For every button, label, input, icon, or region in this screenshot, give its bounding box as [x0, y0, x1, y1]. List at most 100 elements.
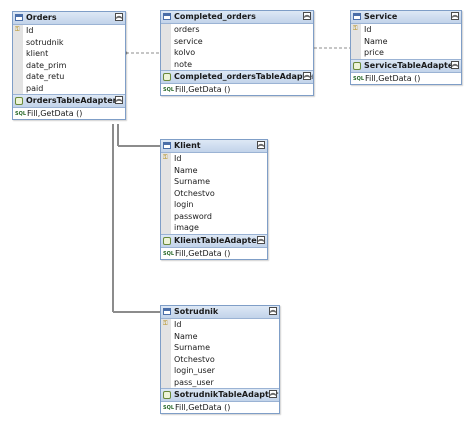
orders-adapter-header[interactable]: OrdersTableAdapter ︽	[13, 94, 125, 108]
column-name: price	[364, 48, 384, 57]
column-name: paid	[26, 83, 44, 93]
sql-method-icon: SQL	[163, 250, 175, 257]
sql-method-icon: SQL	[15, 111, 27, 117]
column-row[interactable]: Surname	[171, 176, 267, 188]
completed-orders-adapter-header[interactable]: Completed_ordersTableAdapter ︽	[161, 70, 313, 84]
column-name: Surname	[174, 343, 210, 352]
table-icon	[163, 13, 171, 20]
column-row[interactable]: ⚿Id	[163, 153, 267, 165]
service-adapter-header[interactable]: ServiceTableAdapter ︽	[351, 58, 461, 73]
completed-orders-columns: orders service kolvo note	[161, 24, 313, 70]
column-row[interactable]: password	[171, 211, 267, 223]
collapse-chevron-icon[interactable]: ︽	[257, 235, 265, 244]
orders-table-title: Orders	[26, 13, 57, 22]
collapse-chevron-icon[interactable]: ︽	[303, 72, 311, 80]
column-row[interactable]: ⚿Id	[15, 25, 125, 37]
column-row[interactable]: login	[171, 199, 267, 211]
column-name: login_user	[174, 366, 215, 375]
column-row[interactable]: date_retu	[23, 71, 125, 83]
column-name: Name	[174, 165, 198, 175]
sotrudnik-table-title: Sotrudnik	[174, 307, 219, 316]
column-row[interactable]: Name	[361, 36, 461, 48]
column-name: Id	[364, 25, 372, 34]
column-row[interactable]: ⚿Id	[353, 24, 461, 36]
column-name: Otchestvo	[174, 354, 215, 364]
column-row[interactable]: Surname	[171, 342, 279, 354]
completed-orders-table[interactable]: Completed_orders ︽ orders service kolvo …	[160, 10, 314, 96]
column-name: sotrudnik	[26, 37, 64, 47]
method-label: Fill,GetData ()	[175, 403, 231, 412]
table-icon	[15, 14, 23, 21]
service-columns: ⚿Id Name price	[351, 24, 461, 59]
column-name: kolvo	[174, 48, 196, 57]
column-row[interactable]: note	[171, 59, 313, 71]
column-row[interactable]: klient	[23, 48, 125, 60]
service-table-title: Service	[364, 12, 398, 21]
orders-adapter-title: OrdersTableAdapter	[26, 96, 117, 105]
service-table-header[interactable]: Service ︽	[351, 11, 461, 24]
table-adapter-icon	[163, 73, 171, 81]
klient-table[interactable]: Klient ︽ ⚿Id Name Surname Otchestvo logi…	[160, 139, 268, 260]
sotrudnik-table-header[interactable]: Sotrudnik ︽	[161, 306, 279, 319]
column-name: Name	[174, 331, 198, 341]
collapse-chevron-icon[interactable]: ︽	[303, 12, 311, 20]
column-row[interactable]: Otchestvo	[171, 188, 267, 200]
collapse-chevron-icon[interactable]: ︽	[115, 96, 123, 104]
column-name: date_retu	[26, 72, 65, 81]
completed-orders-table-title: Completed_orders	[174, 12, 256, 21]
klient-adapter-method[interactable]: SQL Fill,GetData ()	[161, 248, 267, 259]
klient-table-header[interactable]: Klient ︽	[161, 140, 267, 153]
completed-orders-adapter-title: Completed_ordersTableAdapter	[174, 72, 313, 81]
sotrudnik-adapter-method[interactable]: SQL Fill,GetData ()	[161, 402, 279, 413]
table-adapter-icon	[163, 236, 171, 245]
method-label: Fill,GetData ()	[365, 73, 421, 83]
column-row[interactable]: image	[171, 222, 267, 234]
column-name: image	[174, 223, 199, 232]
sql-method-icon: SQL	[163, 405, 175, 411]
method-label: Fill,GetData ()	[27, 109, 83, 118]
klient-columns: ⚿Id Name Surname Otchestvo login passwor…	[161, 153, 267, 234]
klient-adapter-header[interactable]: KlientTableAdapter ︽	[161, 233, 267, 248]
collapse-chevron-icon[interactable]: ︽	[257, 141, 265, 149]
collapse-chevron-icon[interactable]: ︽	[269, 307, 277, 315]
column-row[interactable]: ⚿Id	[163, 319, 279, 331]
column-row[interactable]: Name	[171, 165, 267, 177]
table-adapter-icon	[353, 61, 361, 70]
column-row[interactable]: price	[361, 47, 461, 59]
orders-table-header[interactable]: Orders ︽	[13, 12, 125, 25]
column-row[interactable]: service	[171, 36, 313, 48]
column-row[interactable]: Otchestvo	[171, 354, 279, 366]
table-icon	[163, 308, 171, 315]
column-name: date_prim	[26, 60, 67, 70]
column-row[interactable]: kolvo	[171, 47, 313, 59]
column-row[interactable]: login_user	[171, 365, 279, 377]
klient-adapter-title: KlientTableAdapter	[174, 235, 261, 245]
collapse-chevron-icon[interactable]: ︽	[115, 13, 123, 21]
sotrudnik-adapter-header[interactable]: SotrudnikTableAdapter ︽	[161, 388, 279, 402]
column-row[interactable]: date_prim	[23, 60, 125, 72]
service-table[interactable]: Service ︽ ⚿Id Name price ServiceTableAda…	[350, 10, 462, 85]
column-name: Surname	[174, 177, 210, 186]
column-name: password	[174, 211, 212, 221]
collapse-chevron-icon[interactable]: ︽	[269, 390, 277, 398]
orders-table[interactable]: Orders ︽ ⚿Id sotrudnik klient date_prim …	[12, 11, 126, 120]
completed-orders-table-header[interactable]: Completed_orders ︽	[161, 11, 313, 24]
service-adapter-method[interactable]: SQL Fill,GetData ()	[351, 73, 461, 84]
method-label: Fill,GetData ()	[175, 248, 231, 258]
sotrudnik-table[interactable]: Sotrudnik ︽ ⚿Id Name Surname Otchestvo l…	[160, 305, 280, 414]
column-name: klient	[26, 49, 49, 58]
column-name: pass_user	[174, 377, 214, 387]
orders-adapter-method[interactable]: SQL Fill,GetData ()	[13, 108, 125, 119]
column-row[interactable]: Name	[171, 331, 279, 343]
completed-orders-adapter-method[interactable]: SQL Fill,GetData ()	[161, 84, 313, 95]
method-label: Fill,GetData ()	[175, 85, 231, 94]
column-row[interactable]: pass_user	[171, 377, 279, 389]
collapse-chevron-icon[interactable]: ︽	[451, 12, 459, 20]
column-row[interactable]: orders	[171, 24, 313, 36]
key-icon: ⚿	[163, 320, 168, 327]
collapse-chevron-icon[interactable]: ︽	[451, 60, 459, 69]
column-row[interactable]: paid	[23, 83, 125, 95]
column-name: Otchestvo	[174, 188, 215, 198]
sotrudnik-columns: ⚿Id Name Surname Otchestvo login_user pa…	[161, 319, 279, 388]
column-row[interactable]: sotrudnik	[23, 37, 125, 49]
